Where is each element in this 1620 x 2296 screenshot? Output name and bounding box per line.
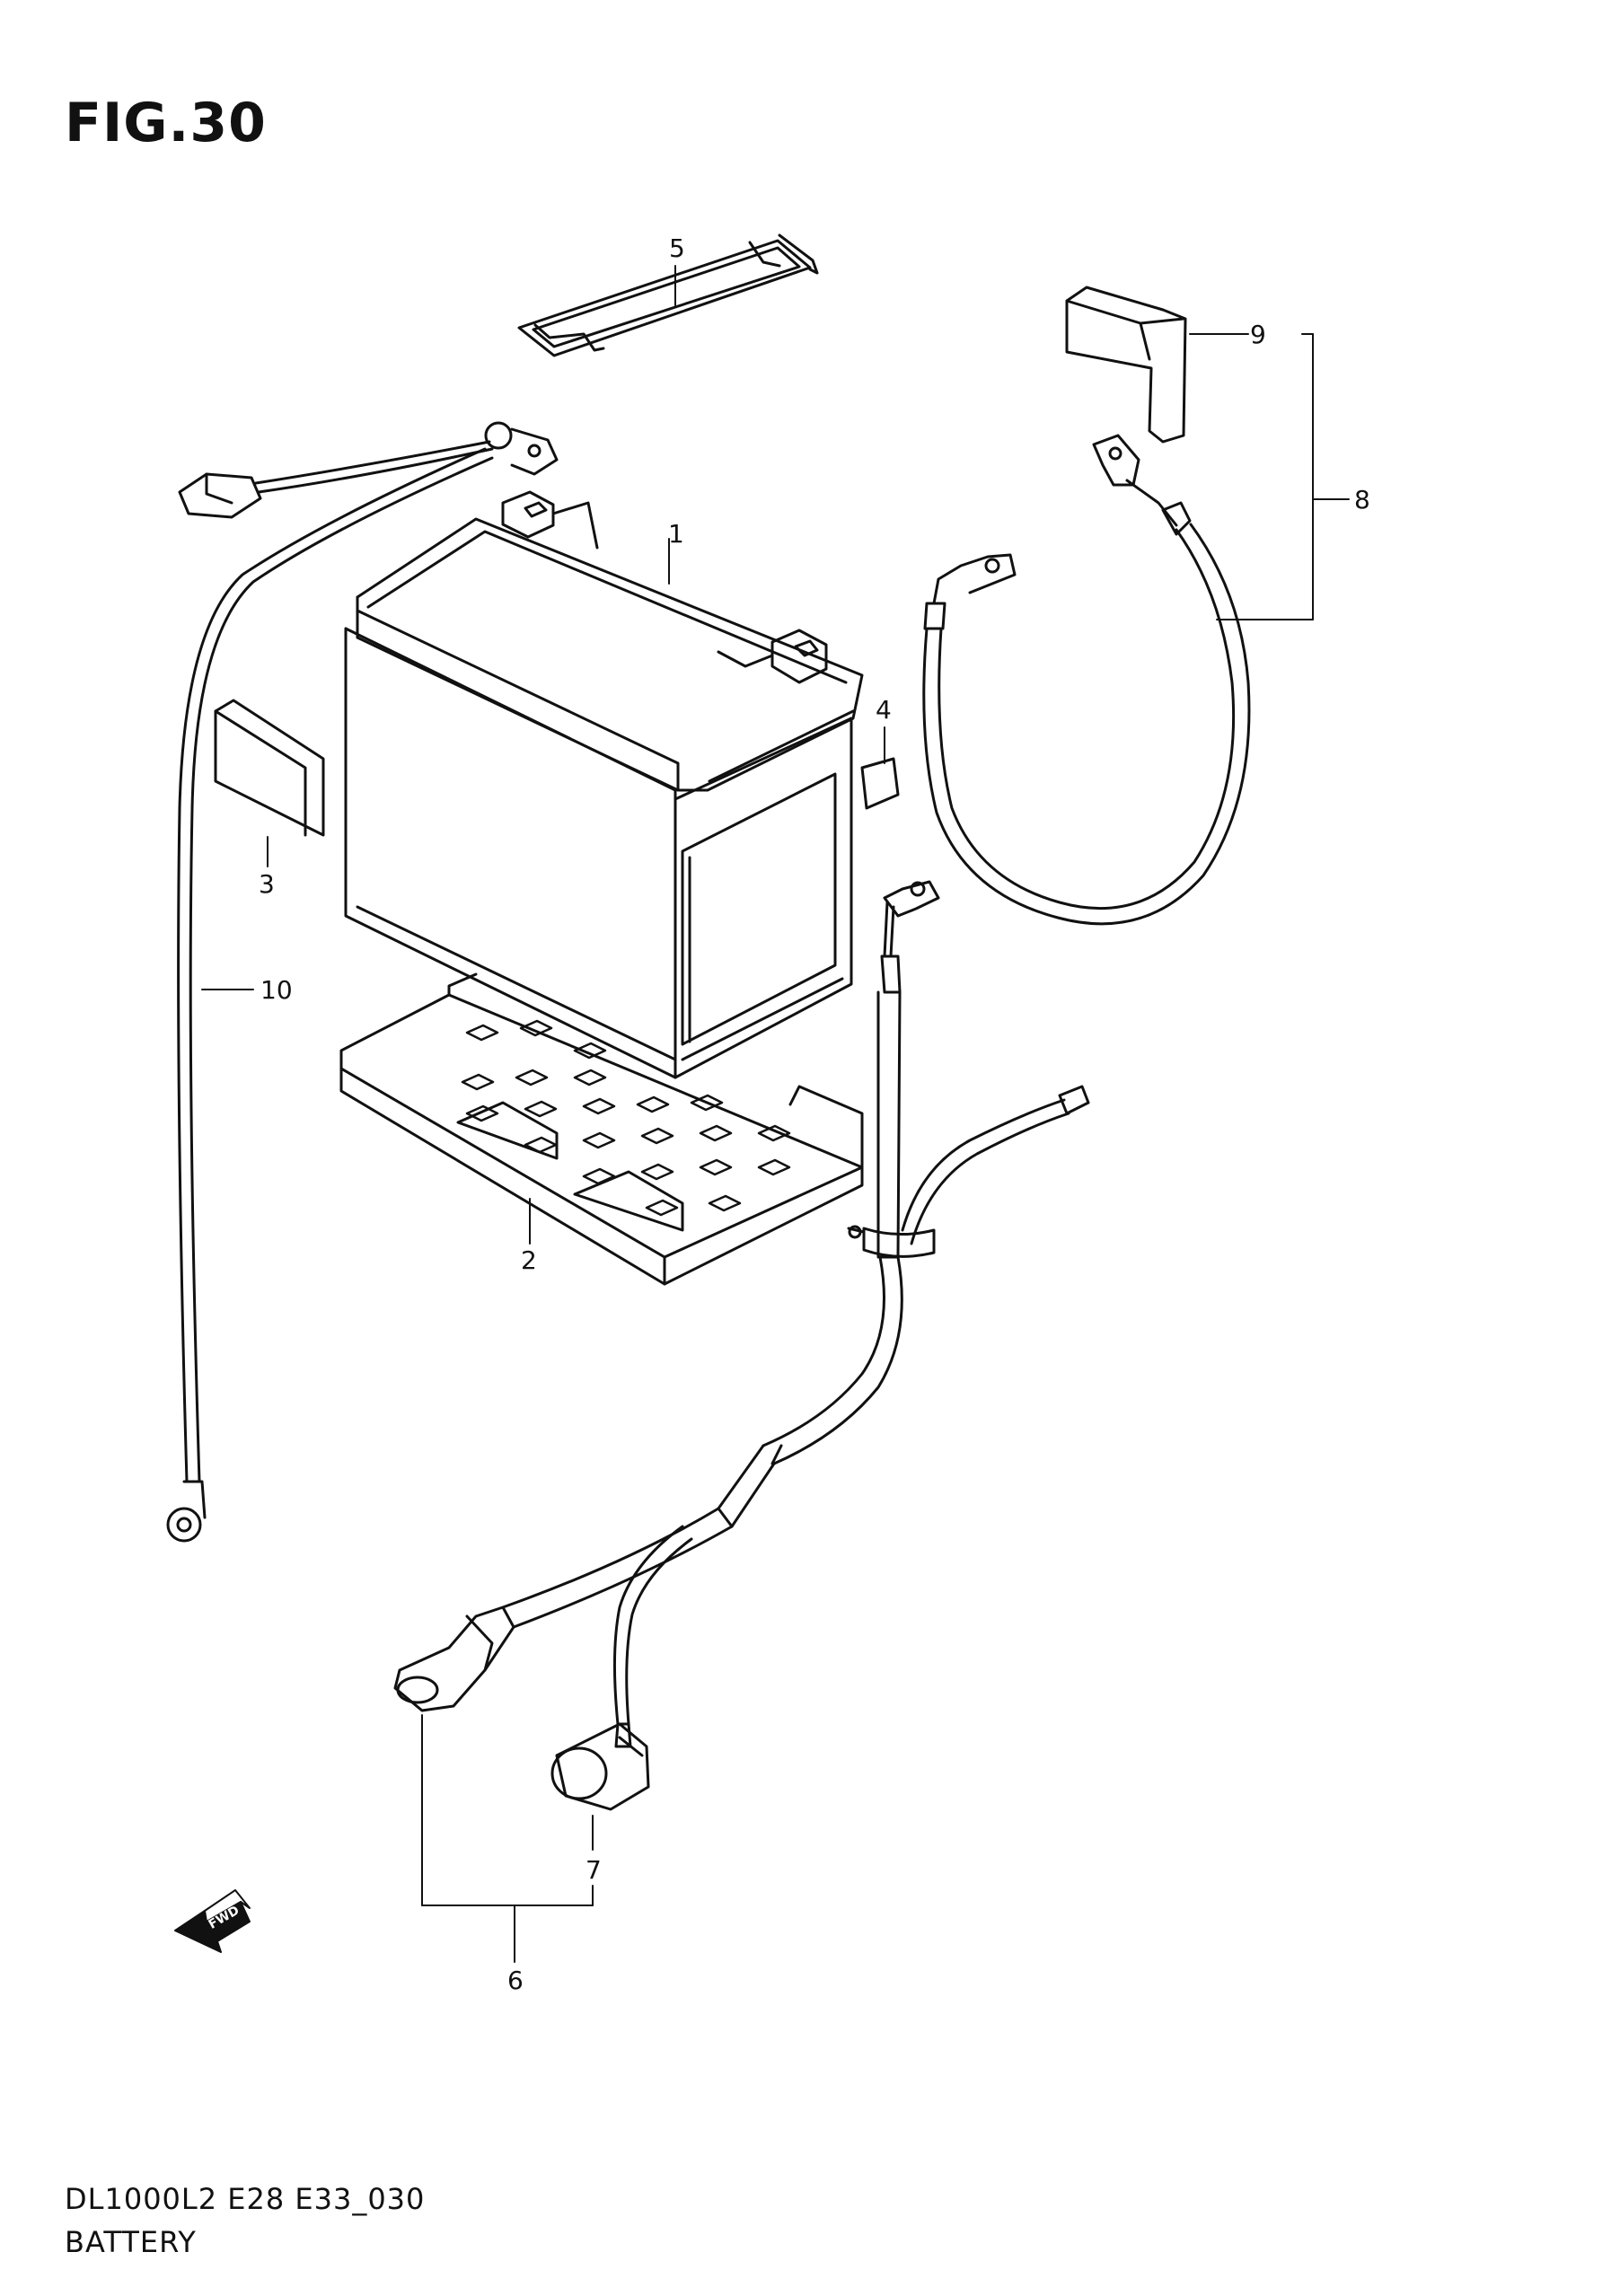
figure-title: FIG.30 <box>65 92 267 154</box>
battery-part-1[interactable] <box>344 490 864 1079</box>
callout-2: 2 <box>521 1245 537 1275</box>
callout-10: 10 <box>260 975 293 1005</box>
callout-8: 8 <box>1354 485 1370 515</box>
callout-1: 1 <box>668 519 684 549</box>
pad-part-3[interactable] <box>214 699 325 837</box>
callout-labels: 1 2 3 4 5 6 7 8 9 10 <box>259 233 1370 1995</box>
leader-lines <box>201 265 1350 1963</box>
lead-wire-part-10[interactable] <box>166 421 559 1543</box>
callout-5: 5 <box>669 233 685 263</box>
callout-4: 4 <box>876 695 892 725</box>
model-code: DL1000L2 E28 E33_030 <box>65 2182 426 2216</box>
sensor-part-7[interactable] <box>550 1525 693 1811</box>
terminal-cover-part-9[interactable] <box>1065 286 1187 444</box>
small-pad-part-4[interactable] <box>860 757 900 810</box>
positive-cable-part-8[interactable] <box>922 434 1251 926</box>
section-name: BATTERY <box>65 2225 197 2259</box>
callout-7: 7 <box>585 1855 602 1885</box>
battery-strap-part-5[interactable] <box>517 233 819 357</box>
callout-9: 9 <box>1250 320 1266 349</box>
battery-tray-part-2[interactable] <box>339 972 864 1286</box>
fwd-arrow-icon: FWD <box>174 1889 251 1953</box>
callout-3: 3 <box>259 869 275 899</box>
negative-cable-part-6[interactable] <box>393 880 1090 1712</box>
callout-6: 6 <box>507 1966 524 1995</box>
